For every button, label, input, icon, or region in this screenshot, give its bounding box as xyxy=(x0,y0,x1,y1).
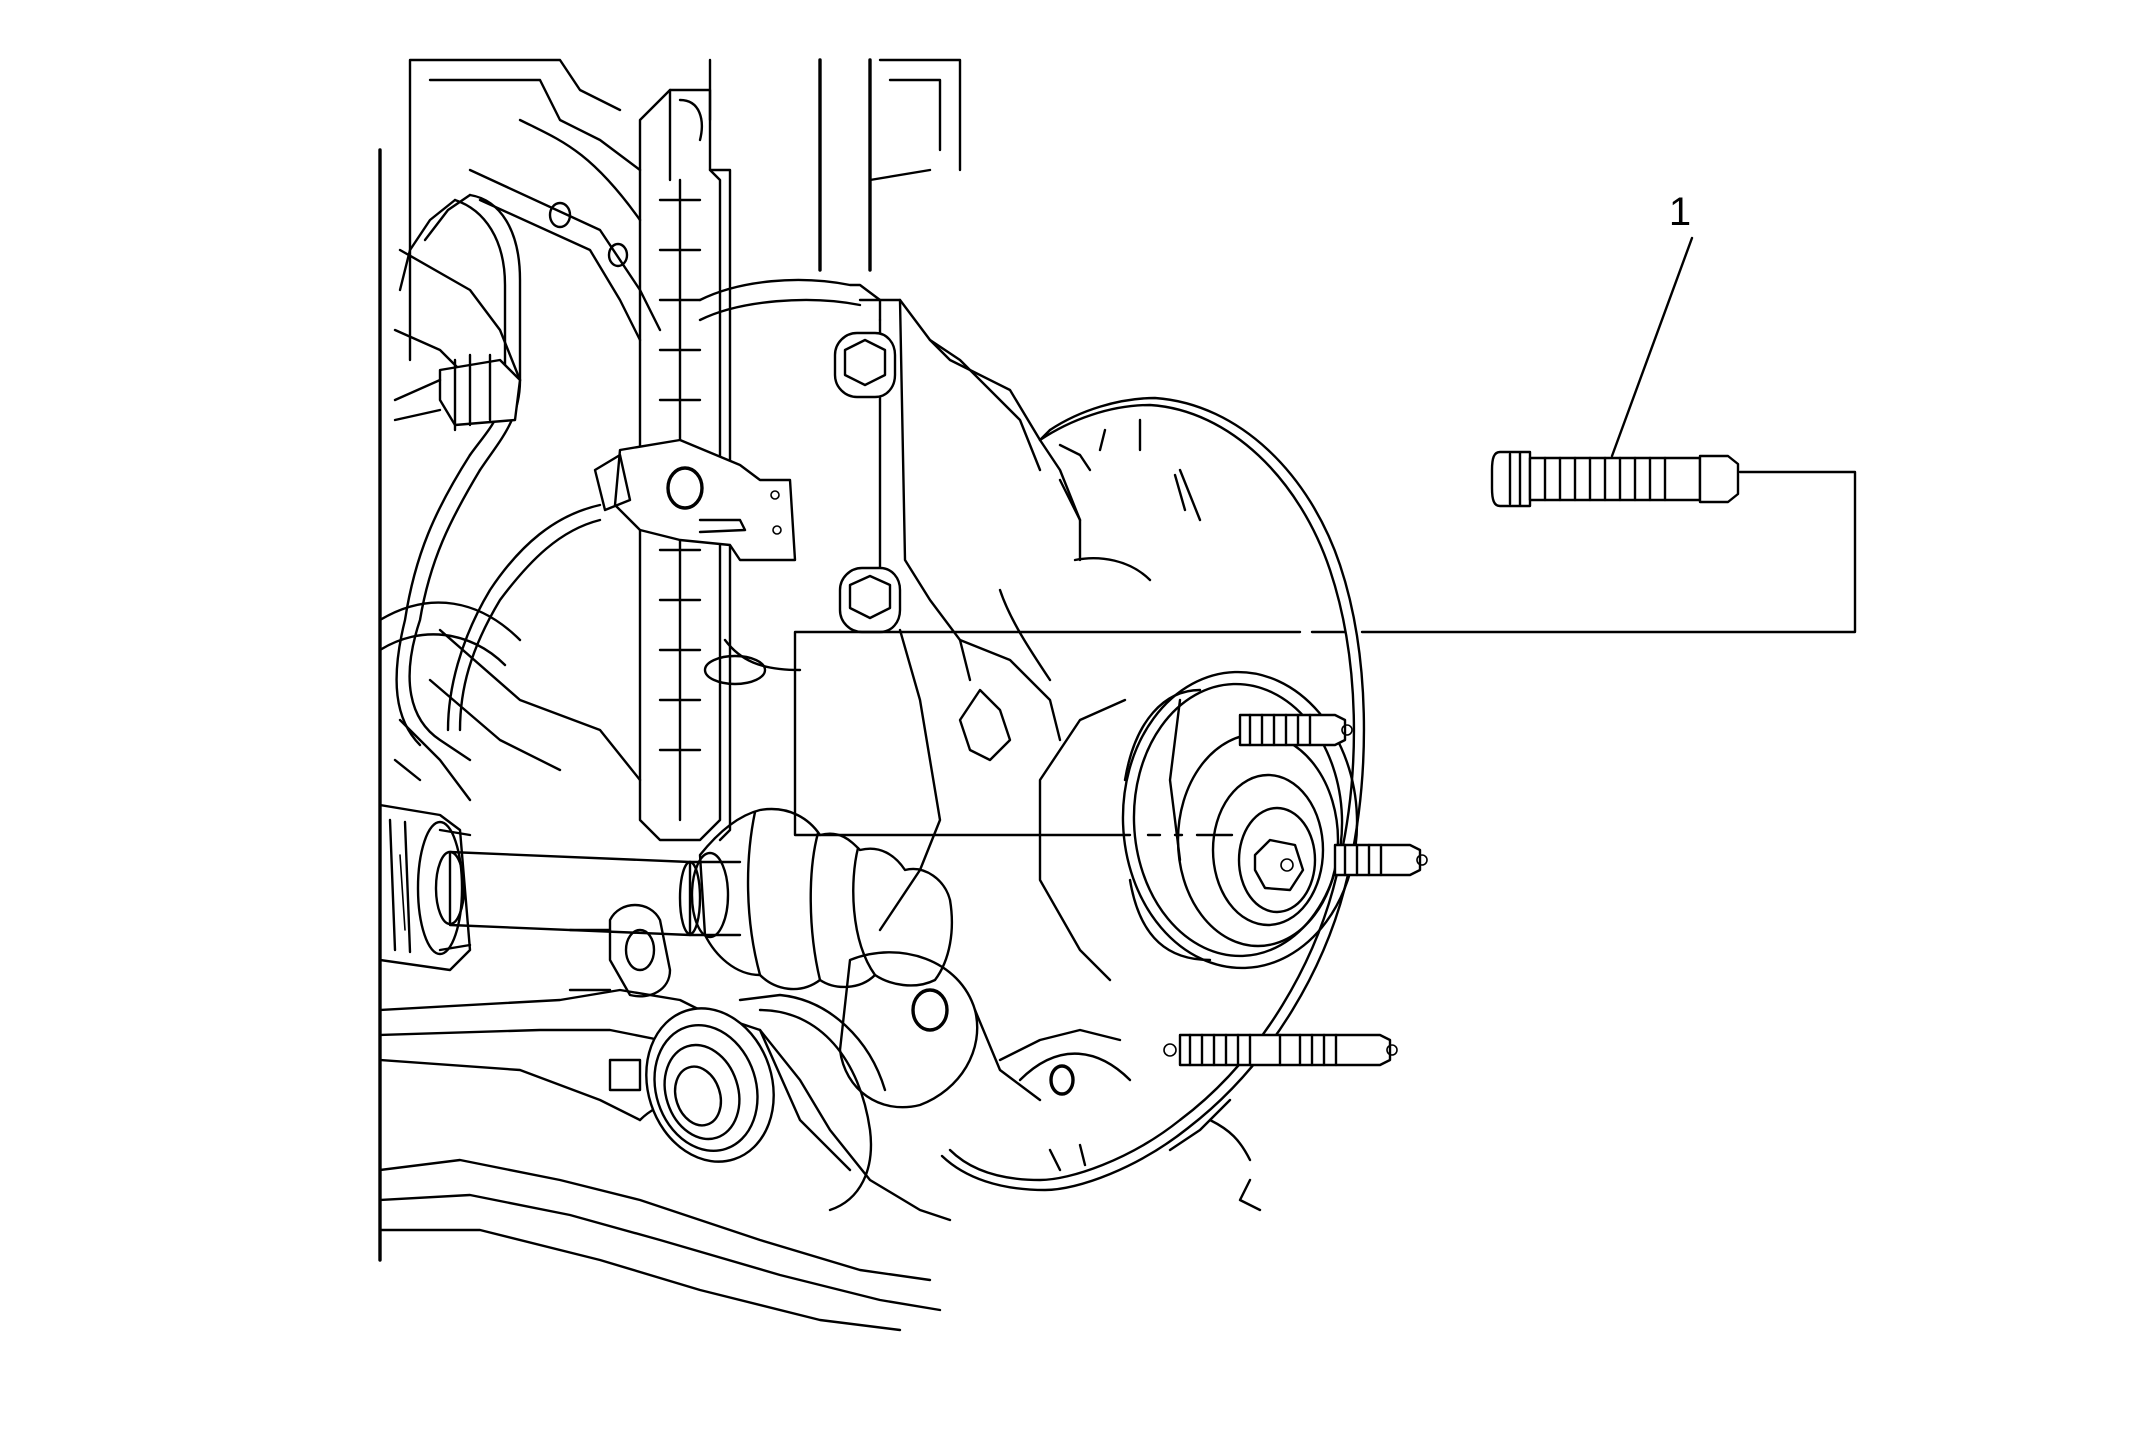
wheel-stud-right xyxy=(1333,843,1428,877)
callout-leader-1 xyxy=(1610,236,1694,458)
outer-cv-boot xyxy=(690,807,954,991)
wheel-speed-sensor-bracket xyxy=(593,438,797,562)
brake-backing-plate xyxy=(940,396,1366,1212)
drive-axle-shaft xyxy=(434,850,742,937)
leader-lines xyxy=(793,470,1857,837)
callout-label-1: 1 xyxy=(1669,190,1691,234)
wheel-stud xyxy=(1490,450,1740,508)
wheel-hub-assembly xyxy=(1038,670,1359,982)
inner-cv-joint xyxy=(378,803,472,972)
lower-arm-link xyxy=(568,903,672,998)
lower-control-arm xyxy=(378,988,952,1332)
wheel-stud-upper xyxy=(1238,713,1353,747)
hose-bracket-clip xyxy=(393,353,522,432)
lower-arm-bushing xyxy=(645,993,887,1212)
existing-wheel-studs xyxy=(1163,713,1428,1067)
steering-knuckle xyxy=(833,298,1082,1109)
wheel-stud-lower xyxy=(1163,1033,1398,1067)
brake-hose xyxy=(378,193,602,762)
